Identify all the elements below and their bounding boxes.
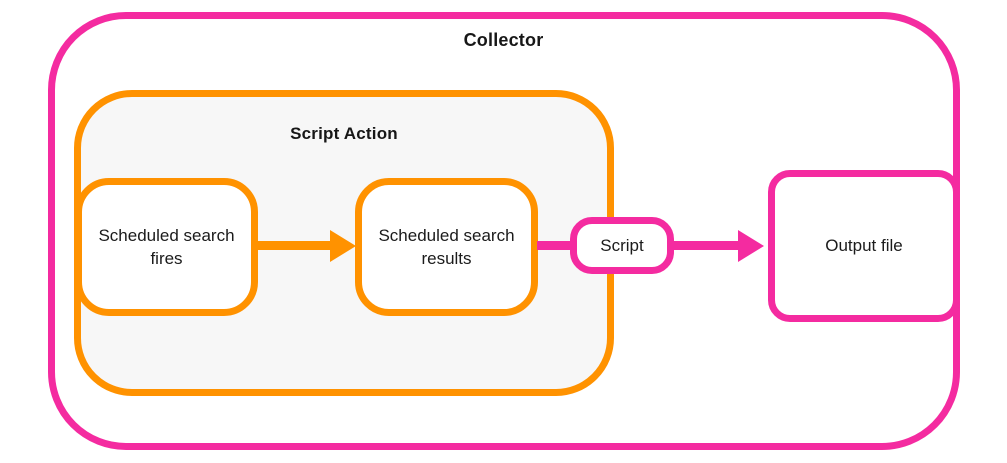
script-action-label: Script Action xyxy=(290,124,398,143)
connector-results-to-script-line xyxy=(537,241,577,250)
node-script-label: Script xyxy=(600,235,644,255)
connector-script-to-output-shaft xyxy=(670,241,746,250)
connector-fires-to-results-shaft xyxy=(258,241,338,250)
collector-label: Collector xyxy=(463,30,544,50)
node-output-file-label: Output file xyxy=(825,236,903,256)
node-scheduled-search-results-label: Scheduled search results xyxy=(378,225,515,268)
node-scheduled-search-fires-label: Scheduled search fires xyxy=(98,225,235,268)
node-scheduled-search-results: Scheduled search results xyxy=(355,178,538,316)
node-script: Script xyxy=(570,217,674,274)
node-output-file: Output file xyxy=(768,170,960,322)
node-scheduled-search-fires: Scheduled search fires xyxy=(75,178,258,316)
connector-fires-to-results-arrowhead-icon xyxy=(330,230,356,262)
connector-script-to-output-arrowhead-icon xyxy=(738,230,764,262)
